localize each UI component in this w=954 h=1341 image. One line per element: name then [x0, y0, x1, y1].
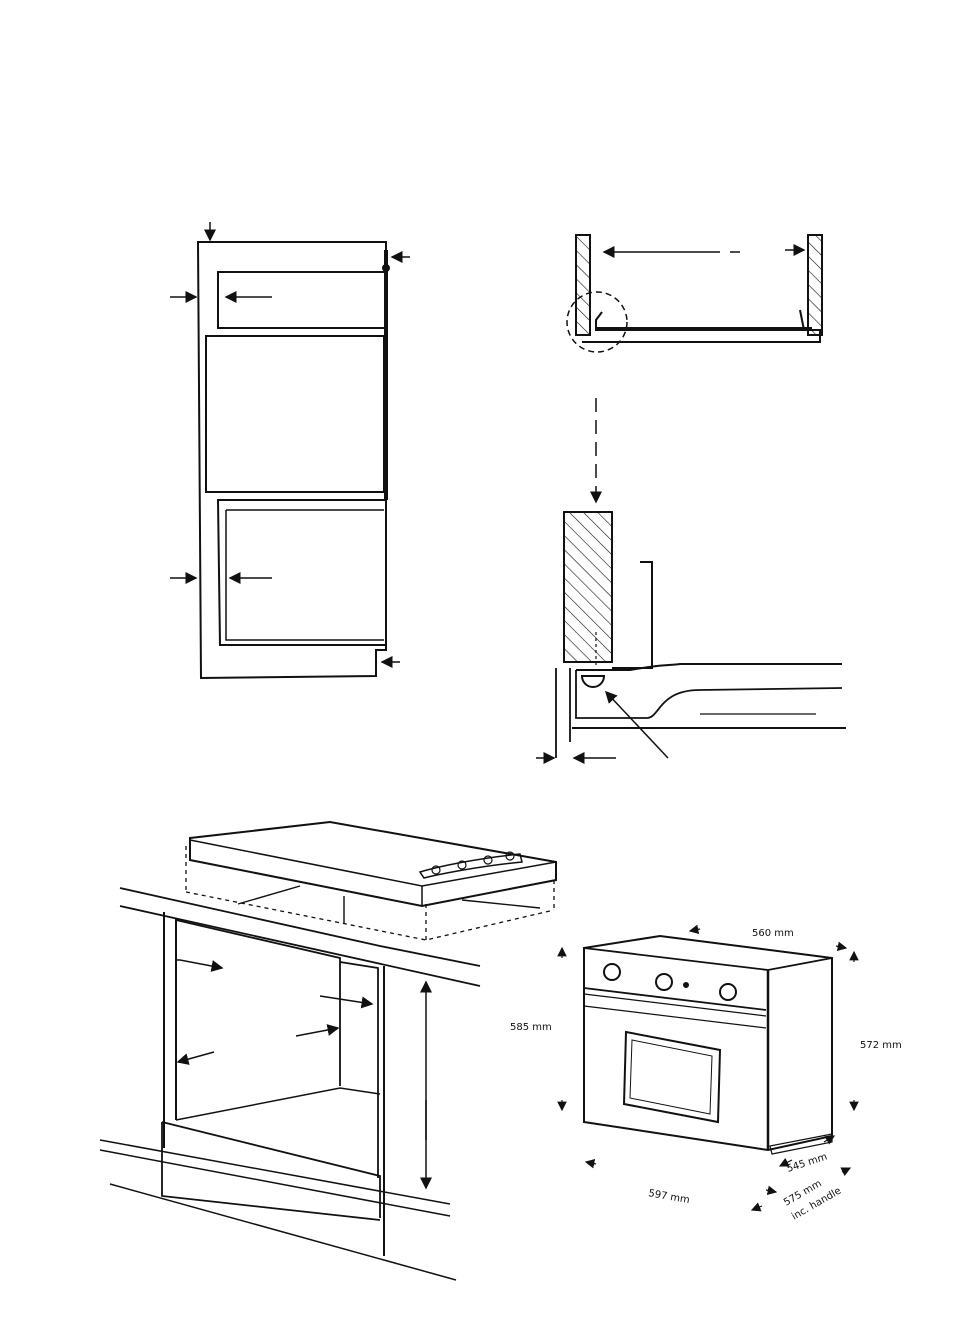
left-side-wall: [576, 235, 590, 335]
fixing-detail-diagram: [536, 512, 846, 758]
right-side-wall: [808, 235, 822, 335]
side-wall-section-diagram: [567, 235, 822, 502]
screw-pointer-arrow: [606, 692, 668, 758]
dim-depth-bottom: 545 mm: [786, 1151, 829, 1174]
oven-body: [584, 936, 832, 1150]
tall-cabinet-diagram: [170, 222, 410, 678]
dim-height-left: 585 mm: [510, 1022, 552, 1033]
oven-dimensions-diagram: 560 mm 585 mm 572 mm 597 mm 545 mm 575 m…: [510, 928, 902, 1223]
middle-panel: [206, 336, 384, 492]
cabinet-side-section: [564, 512, 612, 662]
hob-cabinet-diagram: [100, 822, 556, 1280]
upper-appliance-slot: [218, 272, 386, 328]
dim-depth-top: 560 mm: [752, 928, 794, 939]
dim-height-right: 572 mm: [860, 1040, 902, 1051]
fixing-screw: [582, 676, 604, 687]
dim-width-bottom: 597 mm: [647, 1188, 690, 1206]
oven-frame-edge: [612, 562, 652, 668]
lower-oven-slot: [218, 500, 386, 645]
